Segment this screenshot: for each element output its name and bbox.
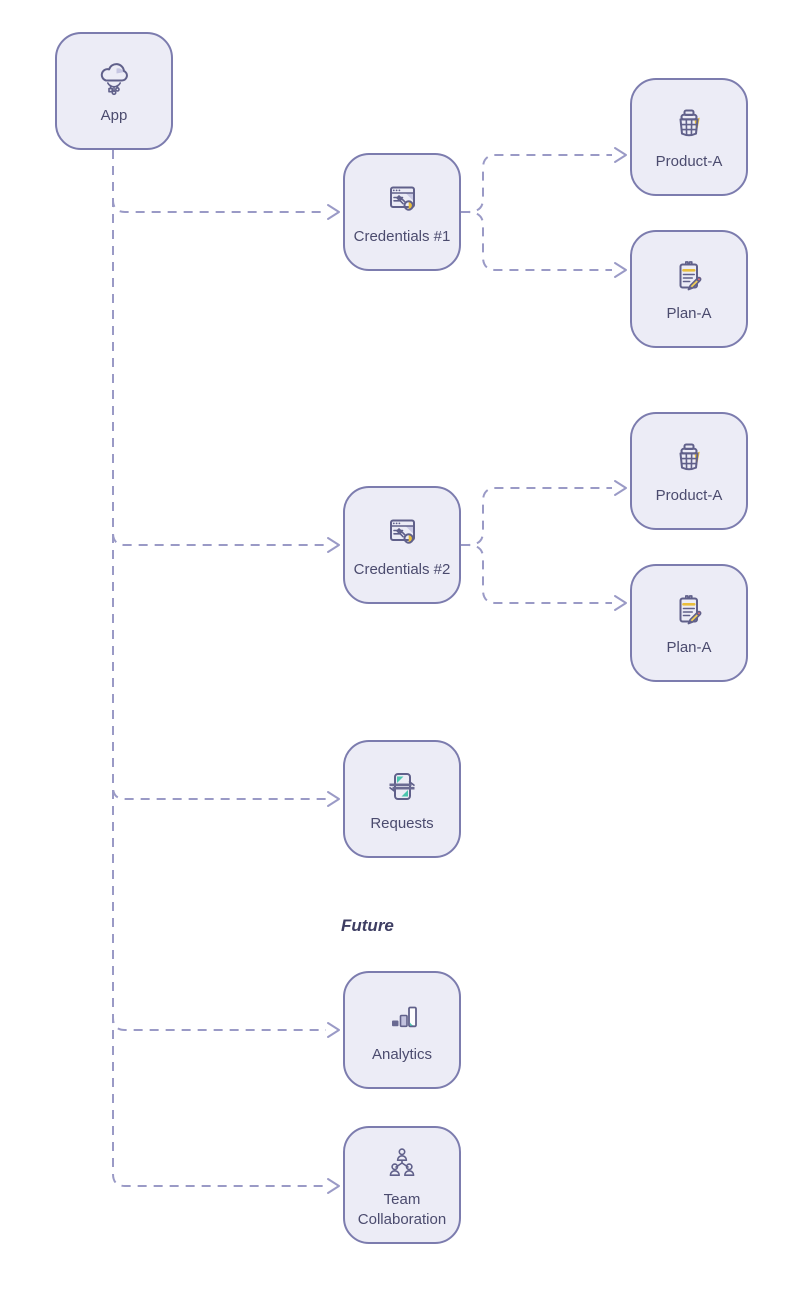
node-credentials-2: Credentials #2	[343, 486, 461, 604]
node-analytics: Analytics	[343, 971, 461, 1089]
node-label: Credentials #2	[353, 560, 451, 578]
sync-requests-icon	[389, 772, 415, 800]
clipboard-pencil-icon	[679, 261, 702, 291]
node-label: Product-A	[655, 486, 723, 504]
bar-chart-icon	[392, 1006, 417, 1028]
browser-key-icon	[390, 519, 415, 544]
node-product-a-2: Product-A	[630, 412, 748, 530]
node-plan-a-1: Plan-A	[630, 230, 748, 348]
node-label: Plan-A	[666, 304, 712, 322]
node-label: Analytics	[371, 1045, 433, 1063]
team-people-icon	[389, 1148, 415, 1177]
node-label: Credentials #1	[353, 227, 451, 245]
node-label: Product-A	[655, 152, 723, 170]
node-product-a-1: Product-A	[630, 78, 748, 196]
cloud-app-icon	[100, 63, 128, 96]
node-app: App	[55, 32, 173, 150]
node-label: Team Collaboration	[357, 1191, 447, 1228]
product-basket-icon	[679, 109, 700, 137]
node-label: Requests	[370, 814, 434, 832]
product-basket-icon	[679, 443, 700, 471]
node-label: Plan-A	[666, 638, 712, 656]
browser-key-icon	[390, 186, 415, 211]
future-label: Future	[341, 916, 394, 935]
node-team-collaboration: Team Collaboration	[343, 1126, 461, 1244]
node-credentials-1: Credentials #1	[343, 153, 461, 271]
node-requests: Requests	[343, 740, 461, 858]
node-label: App	[100, 106, 128, 124]
node-plan-a-2: Plan-A	[630, 564, 748, 682]
clipboard-pencil-icon	[679, 595, 702, 625]
